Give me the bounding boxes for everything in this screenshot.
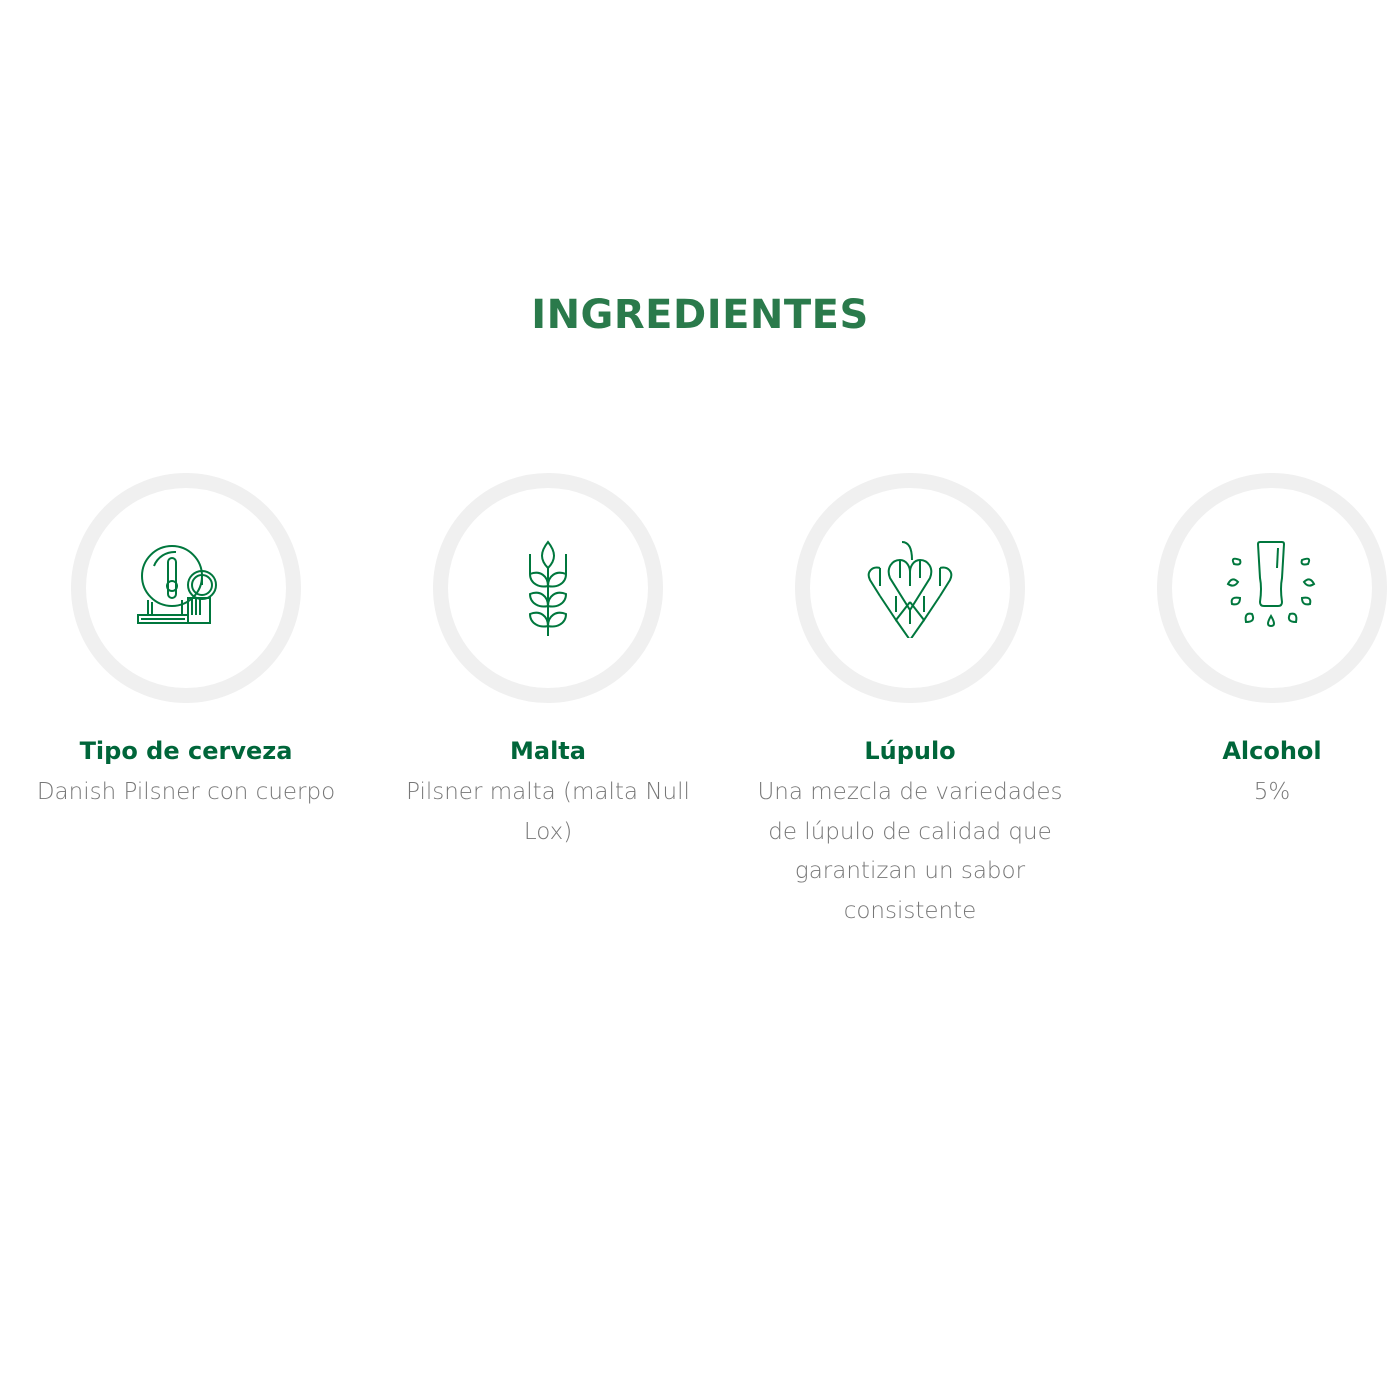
ingredient-item: Malta Pilsner malta (malta Null Lox) bbox=[373, 473, 723, 852]
ingredient-description: Danish Pilsner con cuerpo bbox=[36, 779, 336, 805]
beer-glass-icon bbox=[1226, 541, 1316, 628]
ingredient-item: Tipo de cerveza Danish Pilsner con cuerp… bbox=[11, 473, 361, 813]
ingredient-label: Malta bbox=[510, 737, 586, 765]
ingredient-label: Alcohol bbox=[1222, 737, 1322, 765]
icon-circle bbox=[433, 473, 663, 703]
ingredient-description: 5% bbox=[1253, 779, 1291, 805]
ingredient-label: Tipo de cerveza bbox=[79, 737, 293, 765]
section-title: INGREDIENTES bbox=[531, 292, 869, 338]
ingredient-item: Lúpulo Una mezcla de variedades de lúpul… bbox=[735, 473, 1085, 931]
icon-circle bbox=[1157, 473, 1387, 703]
ingredient-description: Una mezcla de variedades de lúpulo de ca… bbox=[757, 779, 1063, 924]
ingredient-item: Alcohol 5% bbox=[1097, 473, 1400, 813]
ingredient-description: Pilsner malta (malta Null Lox) bbox=[406, 779, 690, 845]
ingredient-label: Lúpulo bbox=[864, 737, 956, 765]
hop-icon bbox=[867, 541, 953, 638]
icon-circle bbox=[71, 473, 301, 703]
beer-keg-icon bbox=[137, 545, 217, 624]
wheat-icon bbox=[528, 540, 568, 636]
icon-circle bbox=[795, 473, 1025, 703]
